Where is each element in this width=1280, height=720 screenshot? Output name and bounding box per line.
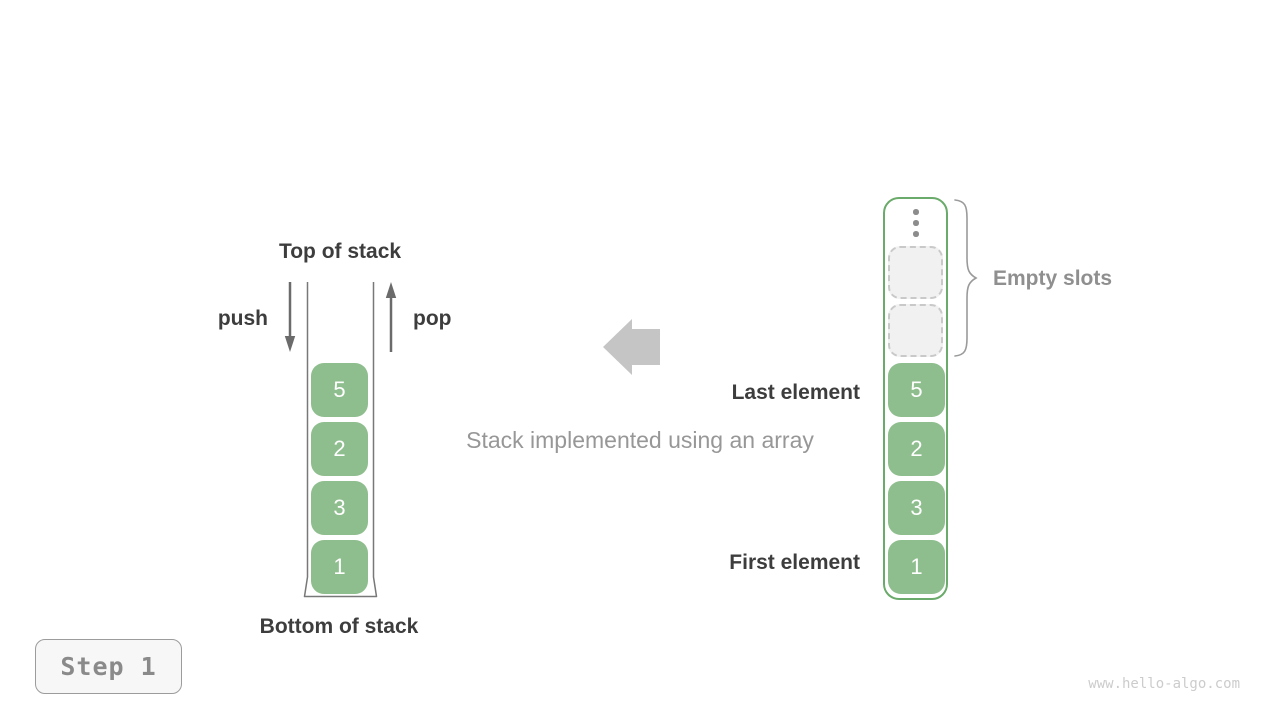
caption-text: Stack implemented using an array — [466, 427, 814, 453]
bottom-of-stack-label: Bottom of stack — [259, 615, 419, 638]
empty-slots-label: Empty slots — [993, 267, 1113, 290]
watermark-text: www.hello-algo.com — [1088, 676, 1240, 692]
empty-slot — [888, 304, 943, 357]
step-badge: Step 1 — [35, 639, 182, 694]
stack-cell: 3 — [311, 481, 368, 535]
left-block-arrow-icon — [603, 319, 660, 375]
last-element-label: Last element — [731, 381, 860, 404]
array-cell: 3 — [888, 481, 945, 535]
array-cell: 2 — [888, 422, 945, 476]
empty-slot — [888, 246, 943, 299]
push-label: push — [217, 307, 268, 330]
top-of-stack-label: Top of stack — [278, 240, 402, 263]
empty-slots-brace — [954, 199, 978, 357]
stack-cell: 1 — [311, 540, 368, 594]
stack-cell: 5 — [311, 363, 368, 417]
vertical-ellipsis-icon — [913, 209, 919, 237]
stack-cell: 2 — [311, 422, 368, 476]
pop-label: pop — [413, 307, 452, 330]
push-down-arrow-icon — [284, 282, 296, 352]
pop-up-arrow-icon — [385, 282, 397, 352]
stack-container-outline — [303, 282, 378, 598]
array-cell: 1 — [888, 540, 945, 594]
first-element-label: First element — [729, 551, 860, 574]
array-cell: 5 — [888, 363, 945, 417]
